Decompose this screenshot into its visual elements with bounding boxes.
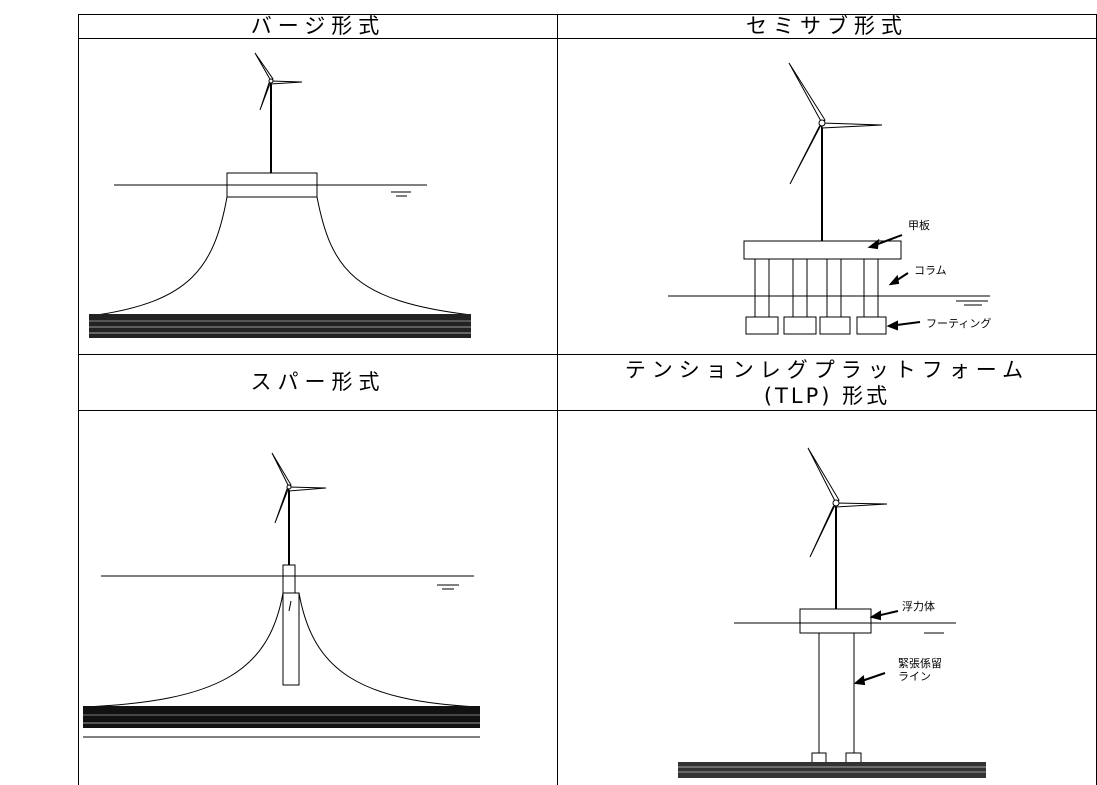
seabed xyxy=(89,314,471,338)
water-level-symbol xyxy=(437,584,459,590)
row-divider-middle xyxy=(78,354,1097,355)
table-center-divider xyxy=(557,14,558,785)
mooring-line-right xyxy=(298,592,480,708)
label-arrows xyxy=(867,234,921,331)
header-semisub: セミサブ形式 xyxy=(746,14,908,38)
mooring-line-right xyxy=(316,196,472,316)
column-label: コラム xyxy=(914,264,947,277)
seabed xyxy=(678,762,986,778)
semisub-diagram: 甲板 コラム フーティング xyxy=(668,62,991,335)
header-row-divider-1 xyxy=(78,38,1097,39)
header-row-divider-2 xyxy=(78,410,1097,411)
wind-turbine xyxy=(254,52,303,173)
footing-label: フーティング xyxy=(926,316,991,330)
tension-legs xyxy=(818,633,855,753)
anchors xyxy=(811,752,862,764)
tlp-diagram: 浮力体 緊張係留 ライン xyxy=(678,447,986,778)
wind-turbine xyxy=(271,452,327,565)
water-level-symbol xyxy=(391,191,411,197)
buoyancy-body xyxy=(799,608,872,634)
water-level-symbol xyxy=(956,300,988,306)
mooring-line-left xyxy=(84,592,284,708)
seabed xyxy=(83,706,480,738)
tendon-label-line1: 緊張係留 xyxy=(898,657,942,670)
header-barge: バージ形式 xyxy=(250,14,386,38)
spar-buoy-upper xyxy=(282,564,296,594)
spar-diagram xyxy=(83,452,480,738)
label-arrows xyxy=(853,610,899,686)
wind-turbine xyxy=(788,62,883,241)
header-tlp-line2: (TLP) 形式 xyxy=(763,384,891,408)
wind-turbine xyxy=(807,447,888,609)
deck-label: 甲板 xyxy=(908,218,930,232)
columns xyxy=(754,258,879,318)
barge-diagram xyxy=(89,52,472,338)
header-tlp-line1: テンションレグプラットフォーム xyxy=(624,358,1030,382)
table-left-border xyxy=(78,14,79,785)
tendon-label-line2: ライン xyxy=(898,670,931,683)
mooring-line-left xyxy=(96,196,228,316)
table-top-border xyxy=(78,14,1097,15)
buoyancy-label: 浮力体 xyxy=(902,599,935,613)
deck xyxy=(743,240,902,260)
spar-buoy-lower xyxy=(282,592,300,686)
header-spar: スパー形式 xyxy=(250,370,386,394)
footings xyxy=(745,316,887,335)
